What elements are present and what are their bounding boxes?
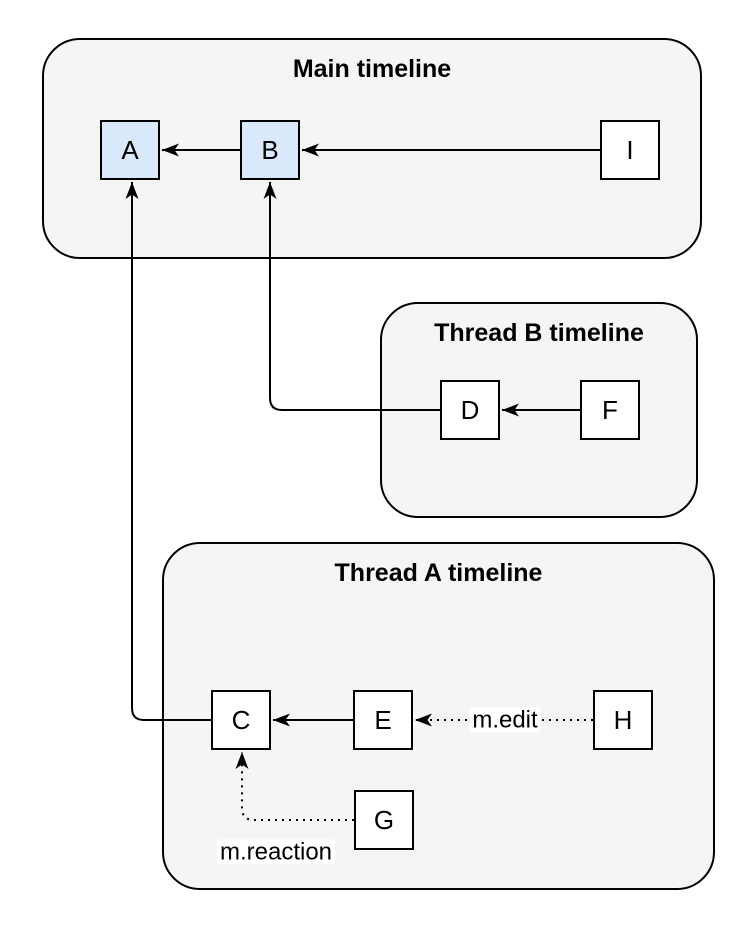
main-timeline-title: Main timeline: [292, 55, 452, 83]
node-i-label: I: [626, 134, 634, 165]
node-e: E: [353, 690, 413, 750]
node-f: F: [580, 380, 640, 440]
node-b: B: [240, 120, 300, 180]
node-e-label: E: [374, 704, 392, 735]
node-a: A: [100, 120, 160, 180]
node-b-label: B: [261, 134, 279, 165]
edge-label-m-reaction: m.reaction: [216, 839, 336, 865]
edge-label-m-edit: m.edit: [469, 707, 541, 733]
thread-b-timeline-title: Thread B timeline: [434, 319, 644, 347]
node-i: I: [600, 120, 660, 180]
node-g-label: G: [373, 804, 395, 835]
node-d: D: [440, 380, 500, 440]
node-a-label: A: [121, 134, 139, 165]
thread-b-timeline-container: Thread B timeline: [380, 302, 698, 518]
thread-a-timeline-title: Thread A timeline: [334, 559, 543, 587]
node-h-label: H: [613, 704, 633, 735]
node-g: G: [354, 790, 414, 850]
node-c-label: C: [231, 704, 251, 735]
node-d-label: D: [460, 394, 480, 425]
node-h: H: [593, 690, 653, 750]
node-c: C: [211, 690, 271, 750]
node-f-label: F: [602, 394, 618, 425]
